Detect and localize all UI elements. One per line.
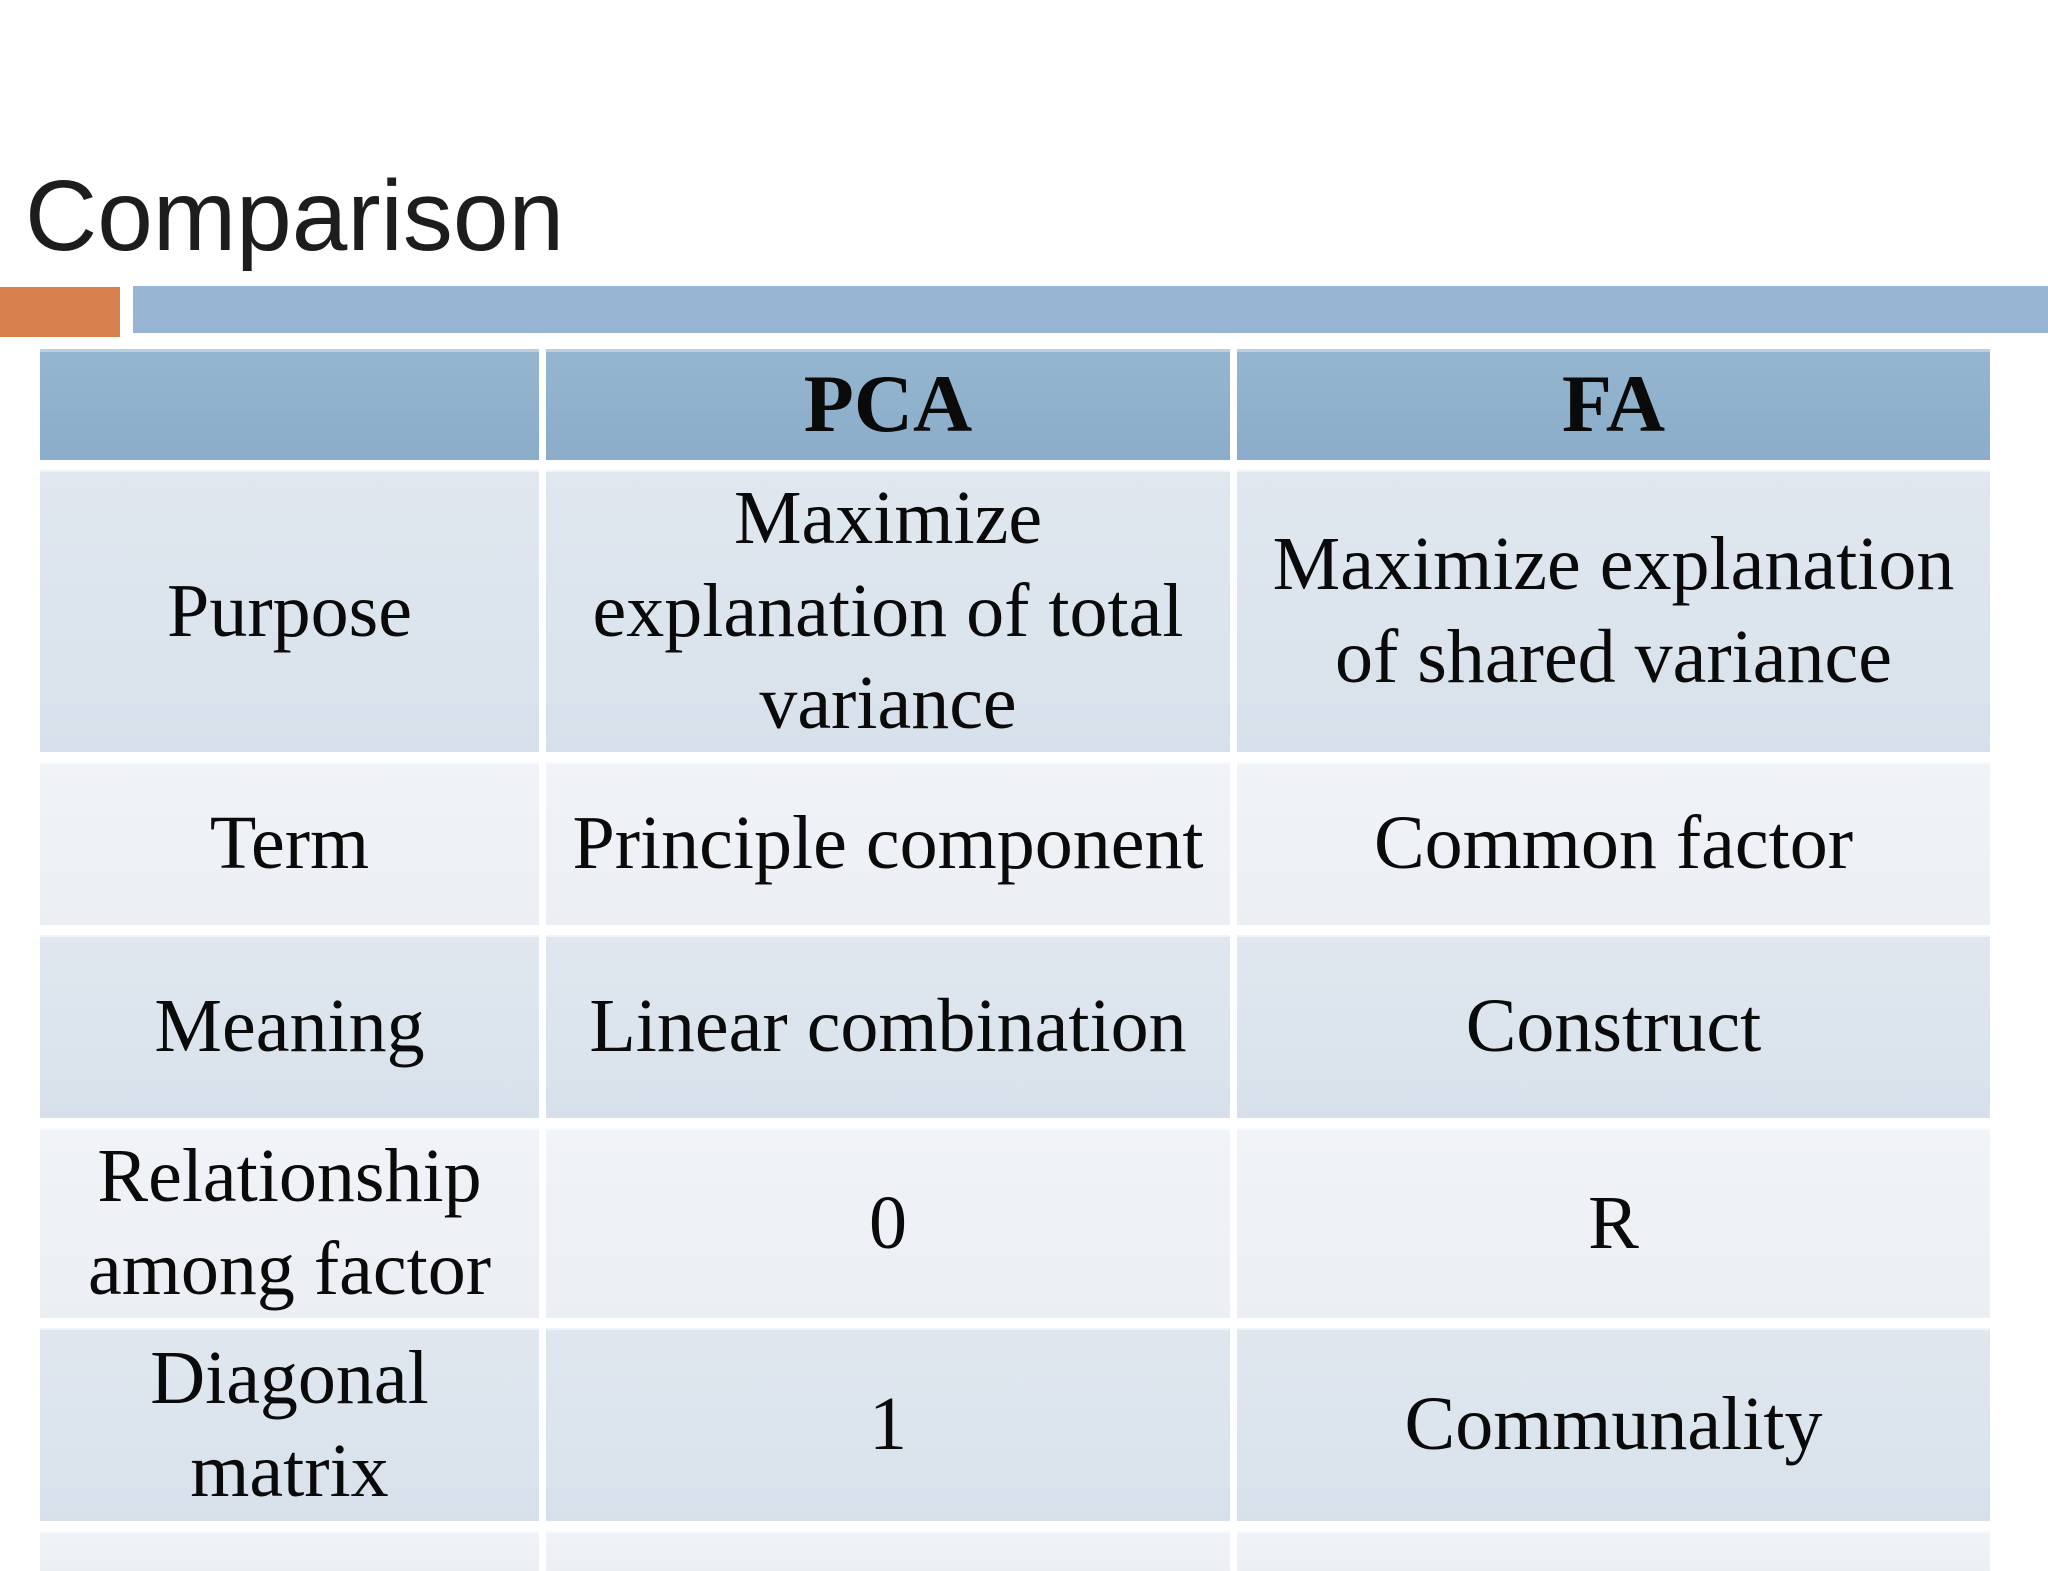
row-purpose-pca: Maximize explanation of total variance	[546, 470, 1230, 752]
row-term-fa: Common factor	[1237, 762, 1990, 925]
row-term-label: Term	[40, 762, 539, 925]
row-term-pca: Principle component	[546, 762, 1230, 925]
row-diagonal-pca: 1	[546, 1328, 1230, 1521]
slide-canvas: { "slide": { "title": "Comparison", "col…	[0, 160, 2048, 1571]
row-clipped-label	[40, 1531, 539, 1571]
accent-bar-blue	[133, 286, 2048, 333]
row-purpose-label: Purpose	[40, 470, 539, 752]
table-header-pca: PCA	[546, 349, 1230, 460]
row-clipped-fa	[1237, 1531, 1990, 1571]
row-clipped-pca	[546, 1531, 1230, 1571]
row-meaning-pca: Linear combination	[546, 935, 1230, 1118]
table-header-fa: FA	[1237, 349, 1990, 460]
comparison-table: PCA FA Purpose Maximize explanation of t…	[40, 349, 1990, 1571]
row-purpose-fa: Maximize explanation of shared variance	[1237, 470, 1990, 752]
accent-bar-orange	[0, 287, 120, 337]
row-relationship-pca: 0	[546, 1128, 1230, 1318]
row-relationship-label: Relationship among factor	[40, 1128, 539, 1318]
row-diagonal-label: Diagonal matrix	[40, 1328, 539, 1521]
slide-title: Comparison	[25, 160, 565, 272]
row-meaning-fa: Construct	[1237, 935, 1990, 1118]
table-header-empty	[40, 349, 539, 460]
row-meaning-label: Meaning	[40, 935, 539, 1118]
row-diagonal-fa: Communality	[1237, 1328, 1990, 1521]
row-relationship-fa: R	[1237, 1128, 1990, 1318]
